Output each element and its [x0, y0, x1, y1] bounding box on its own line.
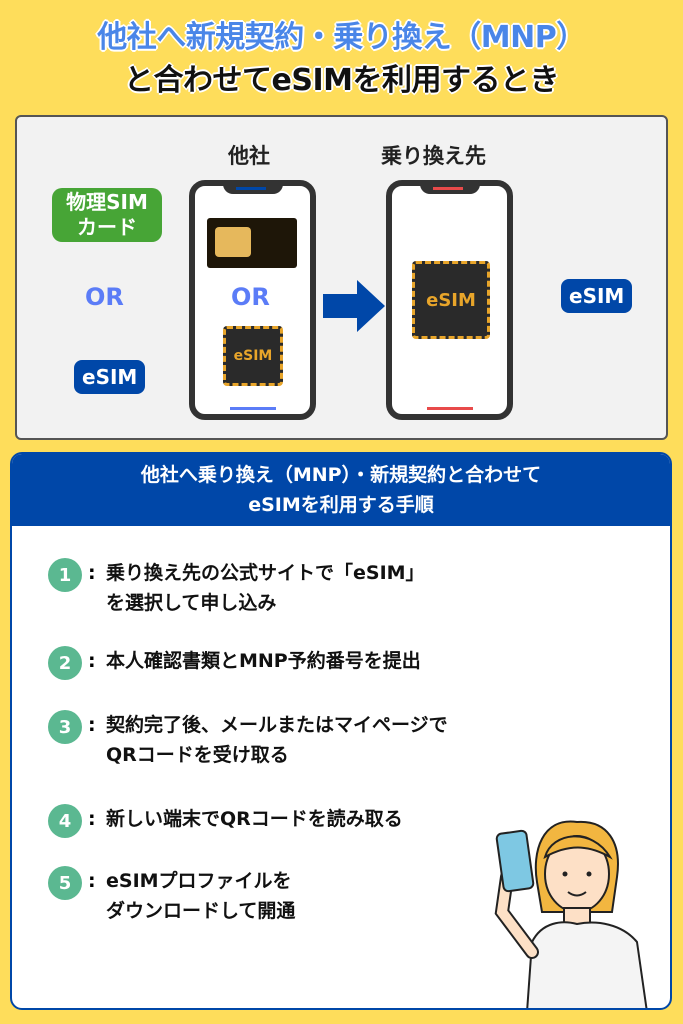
step-4: 4:新しい端末でQRコードを読み取る: [48, 804, 403, 838]
step-text: 本人確認書類とMNP予約番号を提出: [106, 650, 421, 672]
step-text: eSIMプロファイルを: [106, 870, 292, 892]
step-text-2: を選択して申し込み: [106, 592, 277, 614]
left-or: OR: [85, 283, 124, 311]
step-text: 契約完了後、メールまたはマイページで: [106, 714, 448, 736]
woman-with-phone-illustration: [494, 820, 648, 1008]
to-label: 乗り換え先: [381, 144, 486, 168]
arrow-right-icon: [323, 280, 385, 332]
step-1: 1:乗り換え先の公式サイトで「eSIM」を選択して申し込み: [48, 558, 425, 618]
phone-current: OR eSIM: [189, 180, 316, 420]
physical-sim-text-2: カード: [77, 215, 137, 239]
steps-header-line-2: eSIMを利用する手順: [248, 494, 434, 516]
right-esim-badge: eSIM: [561, 279, 633, 313]
step-text: 乗り換え先の公式サイトで「eSIM」: [106, 562, 425, 584]
esim-chip-icon: eSIM: [412, 261, 490, 339]
home-indicator: [230, 407, 276, 410]
home-indicator: [427, 407, 473, 410]
step-text: 新しい端末でQRコードを読み取る: [106, 808, 403, 830]
esim-chip-icon: eSIM: [223, 326, 283, 386]
notch-indicator: [433, 187, 463, 190]
steps-header: 他社へ乗り換え（MNP）・新規契約と合わせて eSIMを利用する手順: [12, 454, 670, 526]
step-number: 3: [48, 710, 82, 744]
step-number: 5: [48, 866, 82, 900]
sim-card-icon: [207, 218, 297, 268]
step-number: 4: [48, 804, 82, 838]
step-text-2: ダウンロードして開通: [106, 900, 296, 922]
steps-header-line-1: 他社へ乗り換え（MNP）・新規契約と合わせて: [140, 464, 542, 486]
step-number: 1: [48, 558, 82, 592]
steps-box: 他社へ乗り換え（MNP）・新規契約と合わせて eSIMを利用する手順 1:乗り換え…: [10, 452, 672, 1010]
phone-or: OR: [231, 283, 270, 311]
left-esim-badge: eSIM: [74, 360, 146, 394]
physical-sim-text: 物理SIM: [66, 190, 148, 214]
step-text-2: QRコードを受け取る: [106, 744, 289, 766]
step-2: 2:本人確認書類とMNP予約番号を提出: [48, 646, 421, 680]
title-line-1: 他社へ新規契約・乗り換え（MNP）: [97, 20, 586, 55]
step-number: 2: [48, 646, 82, 680]
from-label: 他社: [228, 144, 270, 168]
step-5: 5:eSIMプロファイルをダウンロードして開通: [48, 866, 295, 926]
notch-indicator: [236, 187, 266, 190]
title-line-2: と合わせてeSIMを利用するとき: [124, 63, 559, 98]
phone-new: eSIM: [386, 180, 513, 420]
